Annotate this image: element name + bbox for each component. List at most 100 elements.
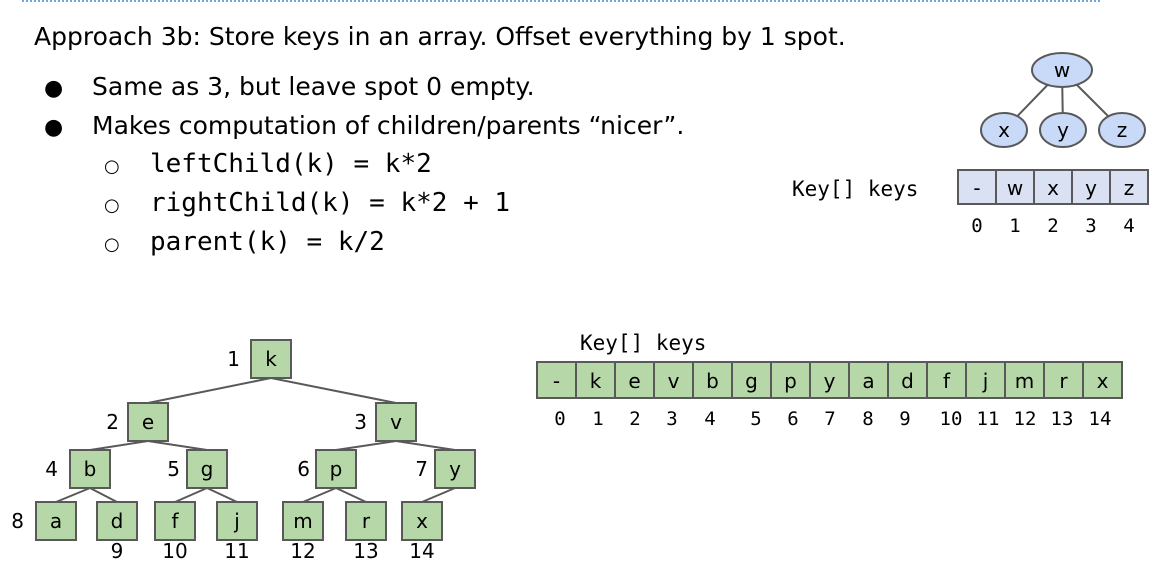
small-array-cell-value: - (973, 176, 980, 200)
tree-edge (147, 377, 272, 404)
big-array-cell (809, 361, 850, 399)
big-array-cell (770, 361, 811, 399)
small-array-label: Key[] keys (792, 177, 918, 201)
tree-node-index: 4 (45, 457, 58, 481)
tree-node-key: j (233, 509, 240, 533)
tree-node-index: 14 (409, 539, 434, 563)
tree-edge (206, 487, 238, 503)
tree-node-key: a (50, 509, 62, 533)
big-array-index: 11 (977, 408, 1000, 430)
big-array-cell-value: v (668, 369, 680, 393)
big-array-label: Key[] keys (580, 331, 706, 355)
tree-node (35, 501, 77, 541)
big-array-cell-value: g (745, 369, 758, 393)
big-array-cell (1004, 361, 1045, 399)
big-array-cell-value: k (590, 369, 602, 393)
formula-text: leftChild(k) = k*2 (150, 149, 432, 179)
tree-node (282, 501, 324, 541)
tree-node-key: g (201, 457, 214, 481)
tree-node-key: f (171, 509, 179, 533)
big-array-cell (1082, 361, 1123, 399)
big-array-cell-value: d (901, 369, 914, 393)
small-array-cell (1109, 169, 1149, 205)
tree-node-index: 1 (227, 347, 240, 371)
tree-node-key: x (416, 509, 428, 533)
tree-node-index: 10 (162, 539, 187, 563)
big-array-index: 0 (554, 408, 565, 430)
tree-edge (270, 377, 397, 404)
tree-node-index: 11 (224, 539, 249, 563)
small-array-cell (1033, 169, 1073, 205)
big-array-cell-value: y (824, 369, 836, 393)
big-array-cell (926, 361, 967, 399)
small-tree-node-label: w (1054, 58, 1070, 82)
big-array-cell-value: x (1097, 369, 1109, 393)
big-array-cell (731, 361, 772, 399)
small-array-index: 1 (1009, 215, 1020, 237)
tree-node-index: 9 (111, 539, 124, 563)
tree-node-index: 8 (11, 509, 24, 533)
small-tree-node (1039, 112, 1087, 148)
bullet-1-text: Same as 3, but leave spot 0 empty. (92, 72, 535, 101)
big-array-cell (965, 361, 1006, 399)
tree-node-index: 12 (290, 539, 315, 563)
tree-node (186, 449, 228, 489)
tree-node (375, 402, 417, 442)
tree-node-key: d (111, 509, 124, 533)
tree-edge (55, 487, 91, 503)
big-array-index: 13 (1051, 408, 1074, 430)
tree-node-key: p (330, 457, 343, 481)
bullet-2-text: Makes computation of children/parents “n… (92, 111, 685, 140)
tree-node (401, 501, 443, 541)
big-array-cell (614, 361, 655, 399)
big-array-cell-value: f (943, 369, 951, 393)
big-array-index: 1 (592, 408, 603, 430)
tree-node-key: k (265, 347, 277, 371)
big-array-index: 8 (862, 408, 873, 430)
sub-bullet-icon: ○ (104, 234, 120, 255)
small-array-cell-value: y (1085, 176, 1097, 200)
tree-node-key: b (84, 457, 97, 481)
big-array-index: 10 (940, 408, 963, 430)
tree-node (434, 449, 476, 489)
tree-node (216, 501, 258, 541)
tree-node (96, 501, 138, 541)
big-array-cell-value: - (553, 369, 560, 393)
tree-node-key: v (390, 410, 402, 434)
tree-edge (302, 487, 337, 503)
bullet-1: ●Same as 3, but leave spot 0 empty. (44, 72, 535, 101)
formula-text: rightChild(k) = k*2 + 1 (150, 188, 511, 218)
tree-node-key: r (362, 509, 371, 533)
formula-parent: ○parent(k) = k/2 (104, 227, 385, 257)
small-tree-node (1098, 112, 1146, 148)
big-array-index: 6 (787, 408, 798, 430)
tree-node (345, 501, 387, 541)
tree-node (250, 339, 292, 379)
bullet-dot-icon: ● (44, 115, 64, 140)
dotted-rule (22, 0, 1100, 2)
sub-bullet-icon: ○ (104, 156, 120, 177)
tree-node-index: 2 (106, 410, 119, 434)
small-array-cell-value: z (1124, 176, 1135, 200)
formula-right-child: ○ rightChild(k) = k*2 + 1 (104, 188, 510, 218)
tree-edge (395, 440, 456, 451)
tree-edge (89, 487, 118, 503)
tree-node-index: 3 (354, 410, 367, 434)
small-array-cell-value: w (1007, 176, 1023, 200)
small-array-index: 2 (1047, 215, 1058, 237)
big-array-cell (887, 361, 928, 399)
tree-node-key: m (293, 509, 312, 533)
sub-bullet-icon: ○ (104, 195, 120, 216)
big-array-cell-value: j (982, 369, 989, 393)
small-tree-node-label: z (1117, 118, 1128, 142)
tree-edge (147, 440, 208, 451)
small-array-cell-value: x (1047, 176, 1059, 200)
tree-edge (421, 487, 456, 503)
slide-title: Approach 3b: Store keys in an array. Off… (34, 22, 846, 51)
big-array-cell-value: p (784, 369, 797, 393)
big-array-index: 12 (1014, 408, 1037, 430)
big-array-cell-value: e (628, 369, 640, 393)
big-array-cell (536, 361, 577, 399)
